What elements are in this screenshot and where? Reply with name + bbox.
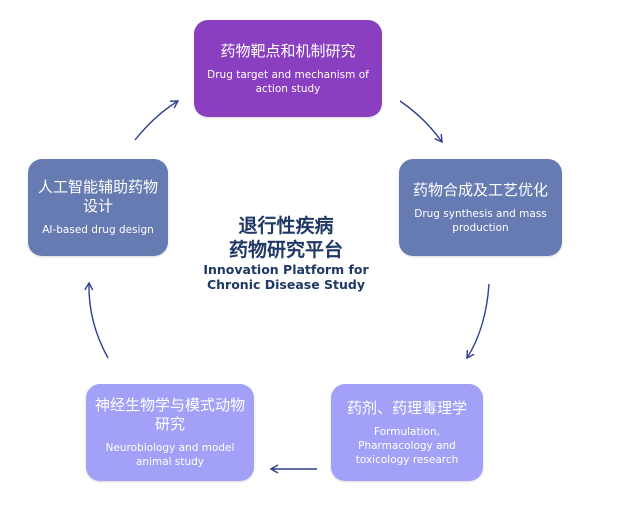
formulation-subtitle: Formulation, Pharmacology and toxicology…	[355, 425, 459, 466]
formulation-box: 药剂、药理毒理学 Formulation, Pharmacology and t…	[331, 384, 483, 481]
ai-design-box: 人工智能辅助药物设计 AI-based drug design	[28, 159, 168, 256]
drug-target-box: 药物靶点和机制研究 Drug target and mechanism of a…	[194, 20, 382, 117]
drug-synthesis-subtitle: Drug synthesis and mass production	[414, 207, 547, 234]
drug-target-title: 药物靶点和机制研究	[220, 41, 356, 60]
neurobiology-title: 神经生物学与模式动物研究	[94, 396, 245, 433]
center-title: 退行性疾病 药物研究平台 Innovation Platform for Chr…	[196, 214, 376, 292]
arrow-left-to-top	[134, 100, 180, 141]
arrow-right-to-bottom-right	[466, 283, 490, 360]
ai-design-title: 人工智能辅助药物设计	[37, 178, 158, 215]
center-title-zh-line1: 退行性疾病	[238, 215, 334, 237]
drug-synthesis-title: 药物合成及工艺优化	[412, 180, 548, 199]
ai-design-subtitle: AI-based drug design	[42, 224, 154, 236]
neurobiology-box: 神经生物学与模式动物研究 Neurobiology and model anim…	[86, 384, 254, 481]
center-title-zh-line2: 药物研究平台	[228, 239, 343, 261]
neurobiology-subtitle: Neurobiology and model animal study	[105, 442, 235, 468]
formulation-title: 药剂、药理毒理学	[346, 398, 467, 417]
center-title-en-line1: Innovation Platform for	[203, 262, 369, 277]
arrow-bottom-left-to-left	[84, 281, 109, 359]
drug-target-subtitle: Drug target and mechanism of action stud…	[207, 68, 369, 95]
arrow-top-to-right	[399, 100, 443, 144]
drug-synthesis-box: 药物合成及工艺优化 Drug synthesis and mass produc…	[399, 159, 562, 256]
center-title-en-line2: Chronic Disease Study	[206, 277, 366, 292]
